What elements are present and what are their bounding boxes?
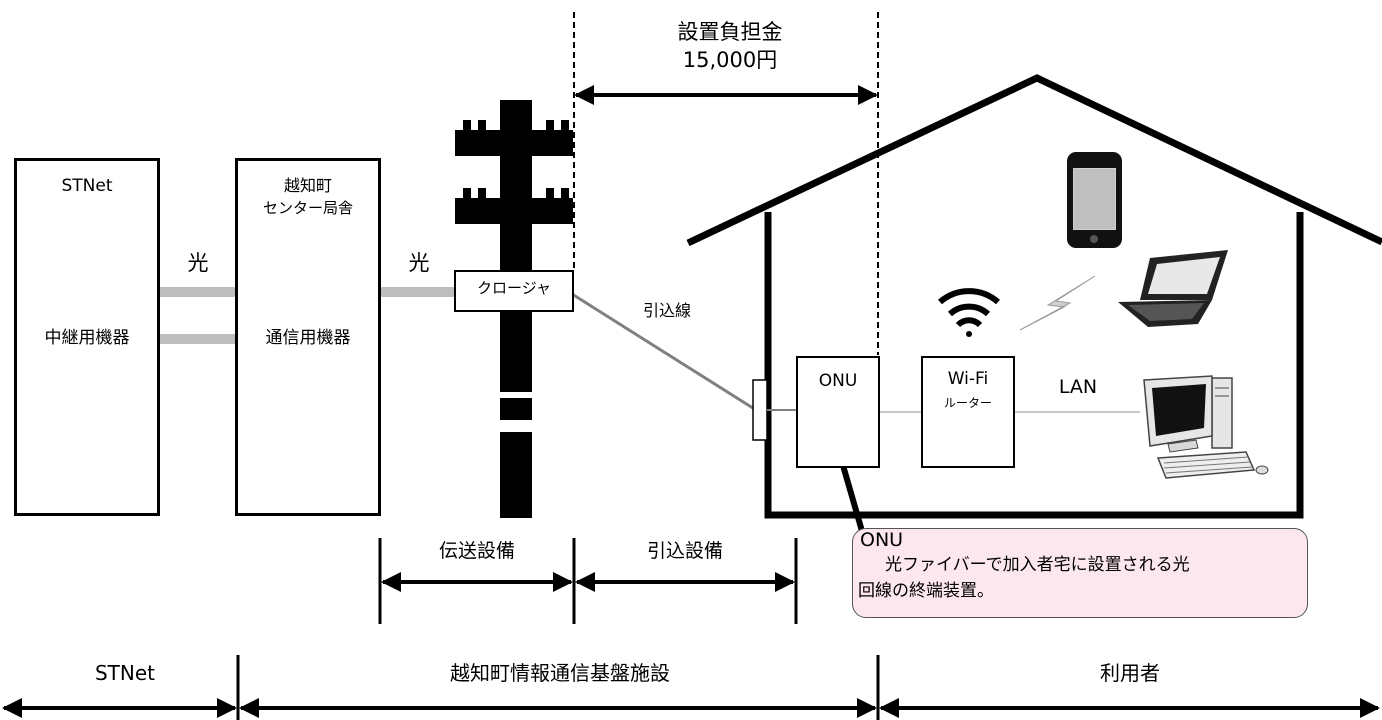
cost-amount: 15,000円 [682, 48, 778, 72]
bottom-arrows [2, 655, 1380, 720]
smartphone-icon [1067, 152, 1122, 248]
wireless-signal-icon [1019, 275, 1096, 331]
callout-body-1: 光ファイバーで加入者宅に設置される光 [885, 555, 1190, 575]
stnet-box-title: STNet [61, 176, 113, 196]
fiber-cable-1b [158, 334, 236, 344]
router-box [921, 356, 1015, 468]
desktop-pc-icon [1143, 375, 1269, 479]
center-station-name-2: センター局舎 [262, 199, 353, 217]
router-label-2: ルーター [943, 396, 992, 410]
onu-callout [852, 528, 1308, 618]
cost-title: 設置負担金 [677, 20, 783, 44]
house-outline [686, 74, 1382, 519]
fiber-cable-1a [158, 287, 236, 297]
stnet-relay-device: 中継用機器 [44, 328, 130, 348]
lan-label: LAN [1058, 376, 1098, 398]
callout-body-2: 回線の終端装置。 [858, 581, 994, 601]
bottom-user-label: 利用者 [1100, 661, 1160, 685]
dropin-span-label: 引込設備 [646, 540, 723, 562]
closure-box [454, 270, 574, 312]
utility-pole-icon [455, 100, 573, 518]
onu-box [796, 356, 880, 468]
bottom-facility-label: 越知町情報通信基盤施設 [450, 661, 670, 685]
closure-label: クロージャ [477, 279, 551, 297]
onu-box-label: ONU [818, 371, 858, 391]
center-station-box [235, 158, 381, 516]
bottom-stnet-label: STNet [94, 661, 156, 685]
center-comm-device: 通信用機器 [265, 328, 351, 348]
center-station-name-1: 越知町 [283, 176, 332, 195]
fiber-label-2: 光 [408, 251, 430, 275]
fiber-cable-2 [380, 287, 456, 297]
span-arrows [378, 538, 798, 624]
stnet-box [14, 158, 160, 516]
laptop-icon [1118, 250, 1228, 327]
router-label-1: Wi-Fi [947, 369, 989, 389]
transmission-span-label: 伝送設備 [438, 540, 515, 562]
callout-title: ONU [860, 529, 904, 551]
dropline-label: 引込線 [642, 301, 691, 320]
fiber-label-1: 光 [187, 251, 209, 275]
wifi-icon [938, 288, 1000, 337]
drop-line [571, 292, 757, 412]
outlet-box [752, 379, 768, 441]
